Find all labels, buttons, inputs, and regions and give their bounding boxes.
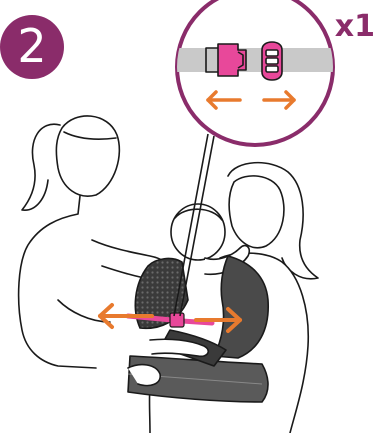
zoom-detail <box>170 0 340 145</box>
buckle-female-icon <box>262 42 282 80</box>
helper-person <box>19 116 171 368</box>
scene-buckle-icon <box>170 313 184 327</box>
